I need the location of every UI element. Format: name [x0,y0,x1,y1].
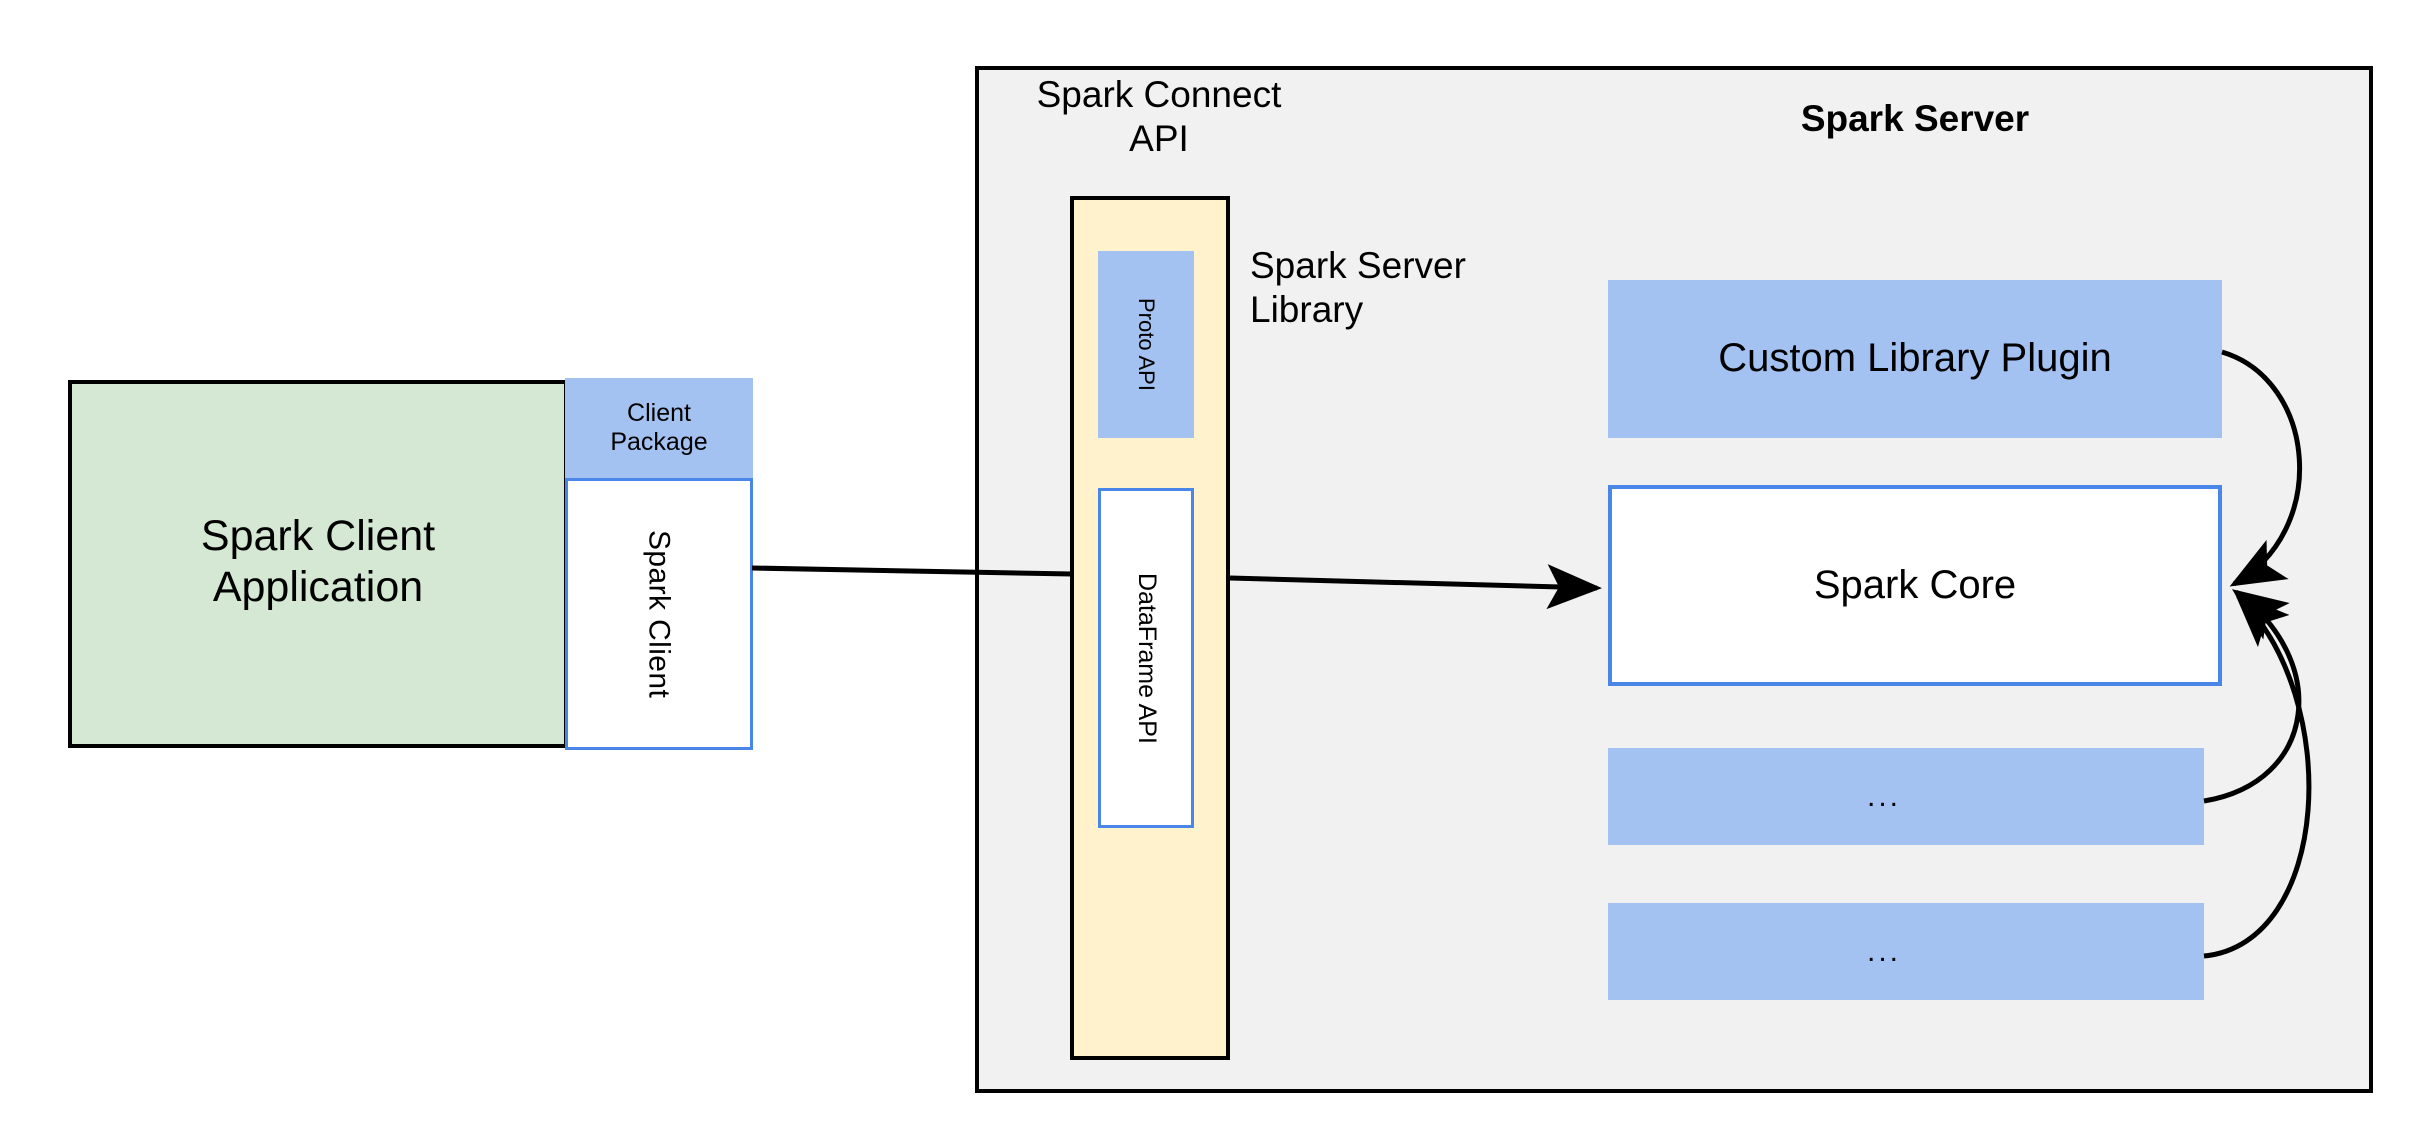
spark-connect-api-label-text: Spark Connect API [1036,74,1282,159]
ellipsis-box-1-label: ... [1866,779,1901,813]
proto-api-label: Proto API [1133,298,1159,391]
proto-api-box[interactable]: Proto API [1098,251,1194,438]
client-package-label: Client Package [610,398,708,457]
spark-server-library-label: Spark Server Library [1250,244,1550,344]
dataframe-api-label: DataFrame API [1132,572,1161,744]
spark-connect-api-label: Spark Connect API [1014,73,1304,163]
client-package-box[interactable]: Client Package [565,378,753,478]
ellipsis-box-1[interactable]: ... [1608,748,2204,845]
spark-server-title: Spark Server [1800,98,2030,140]
custom-library-plugin-label: Custom Library Plugin [1718,336,2112,381]
spark-core-box[interactable]: Spark Core [1608,485,2222,686]
spark-core-label: Spark Core [1813,562,2017,607]
dataframe-api-box[interactable]: DataFrame API [1098,488,1194,828]
ellipsis-box-2[interactable]: ... [1608,903,2204,1000]
spark-client-box[interactable]: Spark Client [565,478,753,750]
custom-library-plugin-box[interactable]: Custom Library Plugin [1608,280,2222,438]
spark-client-application-label: Spark Client Application [200,512,436,611]
ellipsis-box-2-label: ... [1866,934,1901,968]
spark-client-label: Spark Client [642,529,676,699]
spark-server-library-label-text: Spark Server Library [1250,245,1466,330]
spark-client-application-box[interactable]: Spark Client Application [68,380,568,748]
